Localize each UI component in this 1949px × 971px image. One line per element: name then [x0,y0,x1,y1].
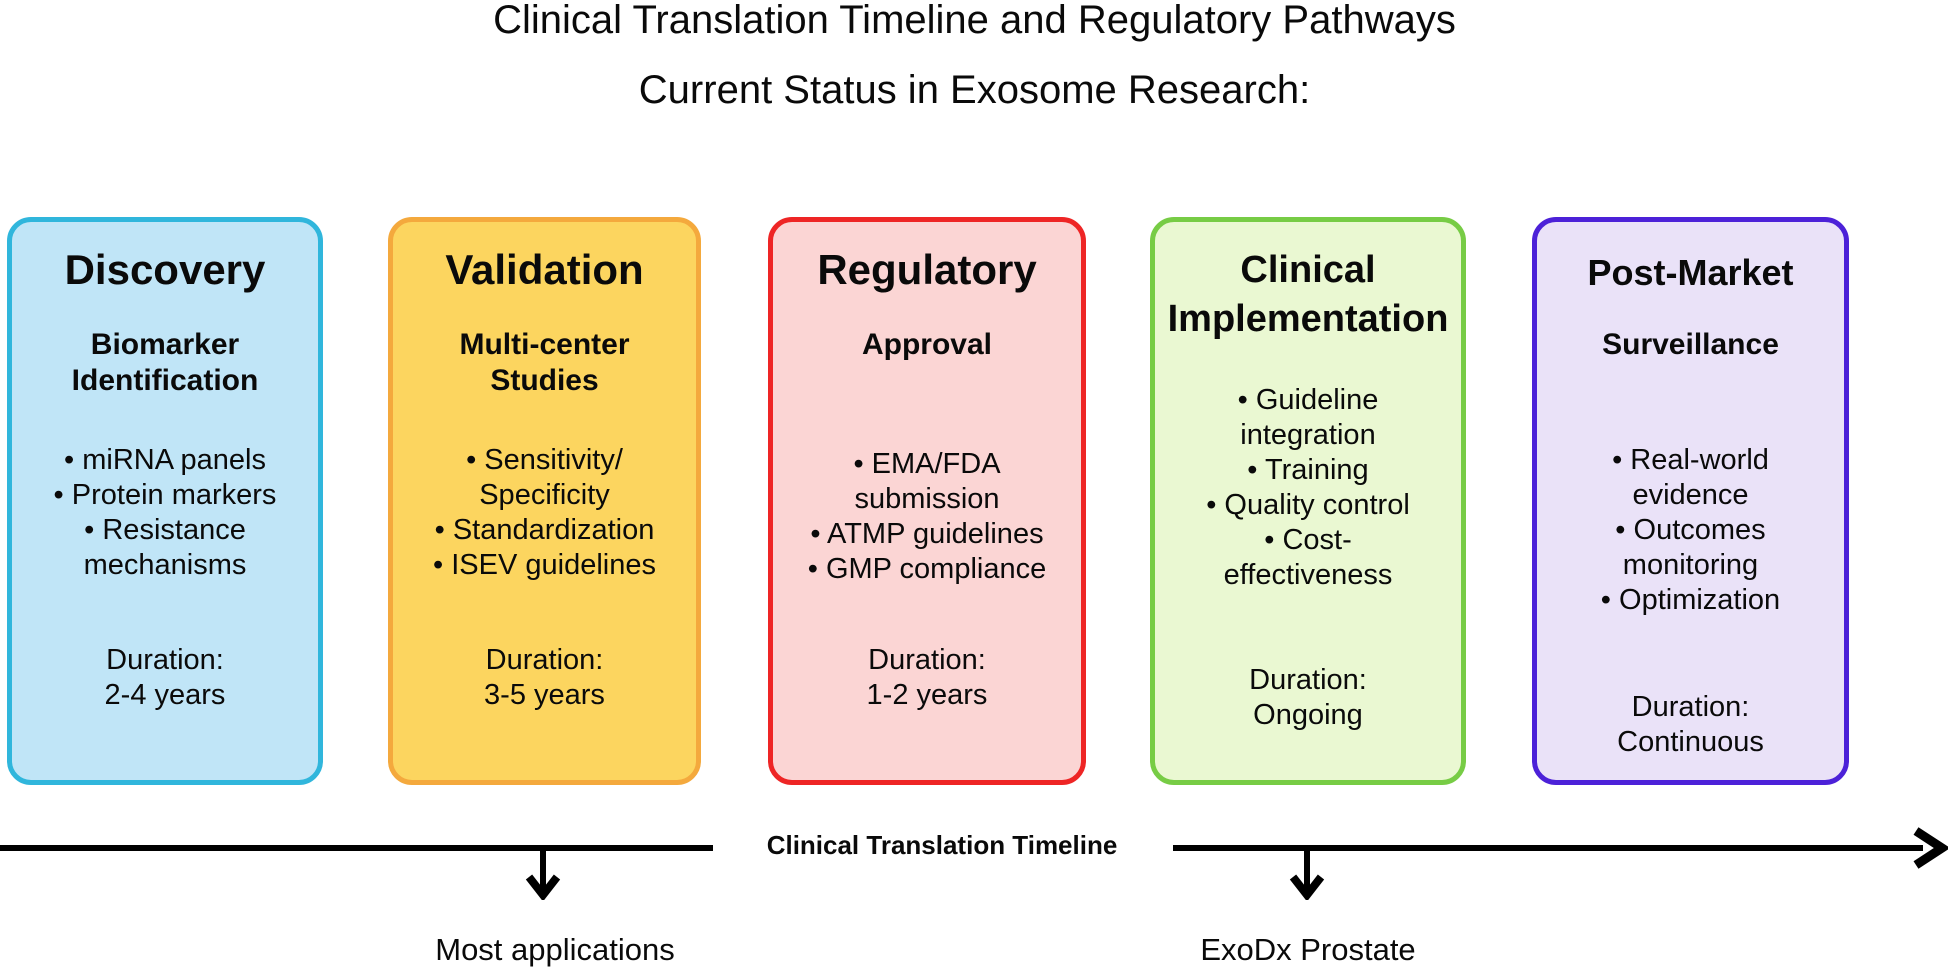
stage-title: Discovery [64,246,266,293]
stage-card-discovery: Discovery Biomarker Identification • miR… [7,217,323,785]
stage-subtitle: Multi-center Studies [459,327,630,397]
stage-bullet-list: • Guideline integration • Training • Qua… [1206,383,1410,592]
stage-duration: Duration: Ongoing [1249,664,1367,732]
stage-bullet-list: • EMA/FDA submission • ATMP guidelines •… [807,447,1047,585]
diagram-subtitle: Current Status in Exosome Research: [638,68,1311,112]
timeline-line-right [1173,845,1923,851]
stage-card-validation: Validation Multi-center Studies • Sensit… [388,217,701,785]
timeline-annotation-most-applications: Most applications [435,932,675,967]
right-arrow-icon [1913,827,1948,869]
stage-title: Regulatory [817,246,1037,293]
stage-bullet-list: • miRNA panels • Protein markers • Resis… [53,443,277,581]
stage-subtitle: Approval [861,327,993,361]
down-arrow-icon [525,850,561,900]
stage-title: Clinical Implementation [1167,249,1449,341]
stage-bullet-list: • Real-world evidence • Outcomes monitor… [1600,444,1781,617]
stage-card-post-market: Post-Market Surveillance • Real-world ev… [1532,217,1849,785]
down-arrow-icon [1289,850,1325,900]
stage-duration: Duration: 2-4 years [104,643,226,711]
timeline-line-left [0,845,713,851]
stage-bullet-list: • Sensitivity/ Specificity • Standardiza… [433,443,656,581]
timeline-annotation-exodx-prostate: ExoDx Prostate [1200,932,1416,967]
stage-subtitle: Biomarker Identification [71,327,259,397]
stage-card-regulatory: Regulatory Approval • EMA/FDA submission… [768,217,1086,785]
stage-title: Post-Market [1587,252,1794,293]
stage-card-clinical-implementation: Clinical Implementation • Guideline inte… [1150,217,1466,785]
stage-duration: Duration: Continuous [1617,691,1764,759]
timeline-label: Clinical Translation Timeline [766,830,1118,860]
diagram-title: Clinical Translation Timeline and Regula… [493,0,1456,42]
stage-duration: Duration: 1-2 years [866,643,988,711]
stage-title: Validation [445,246,644,293]
stage-subtitle: Surveillance [1602,328,1779,361]
stage-duration: Duration: 3-5 years [484,643,605,711]
